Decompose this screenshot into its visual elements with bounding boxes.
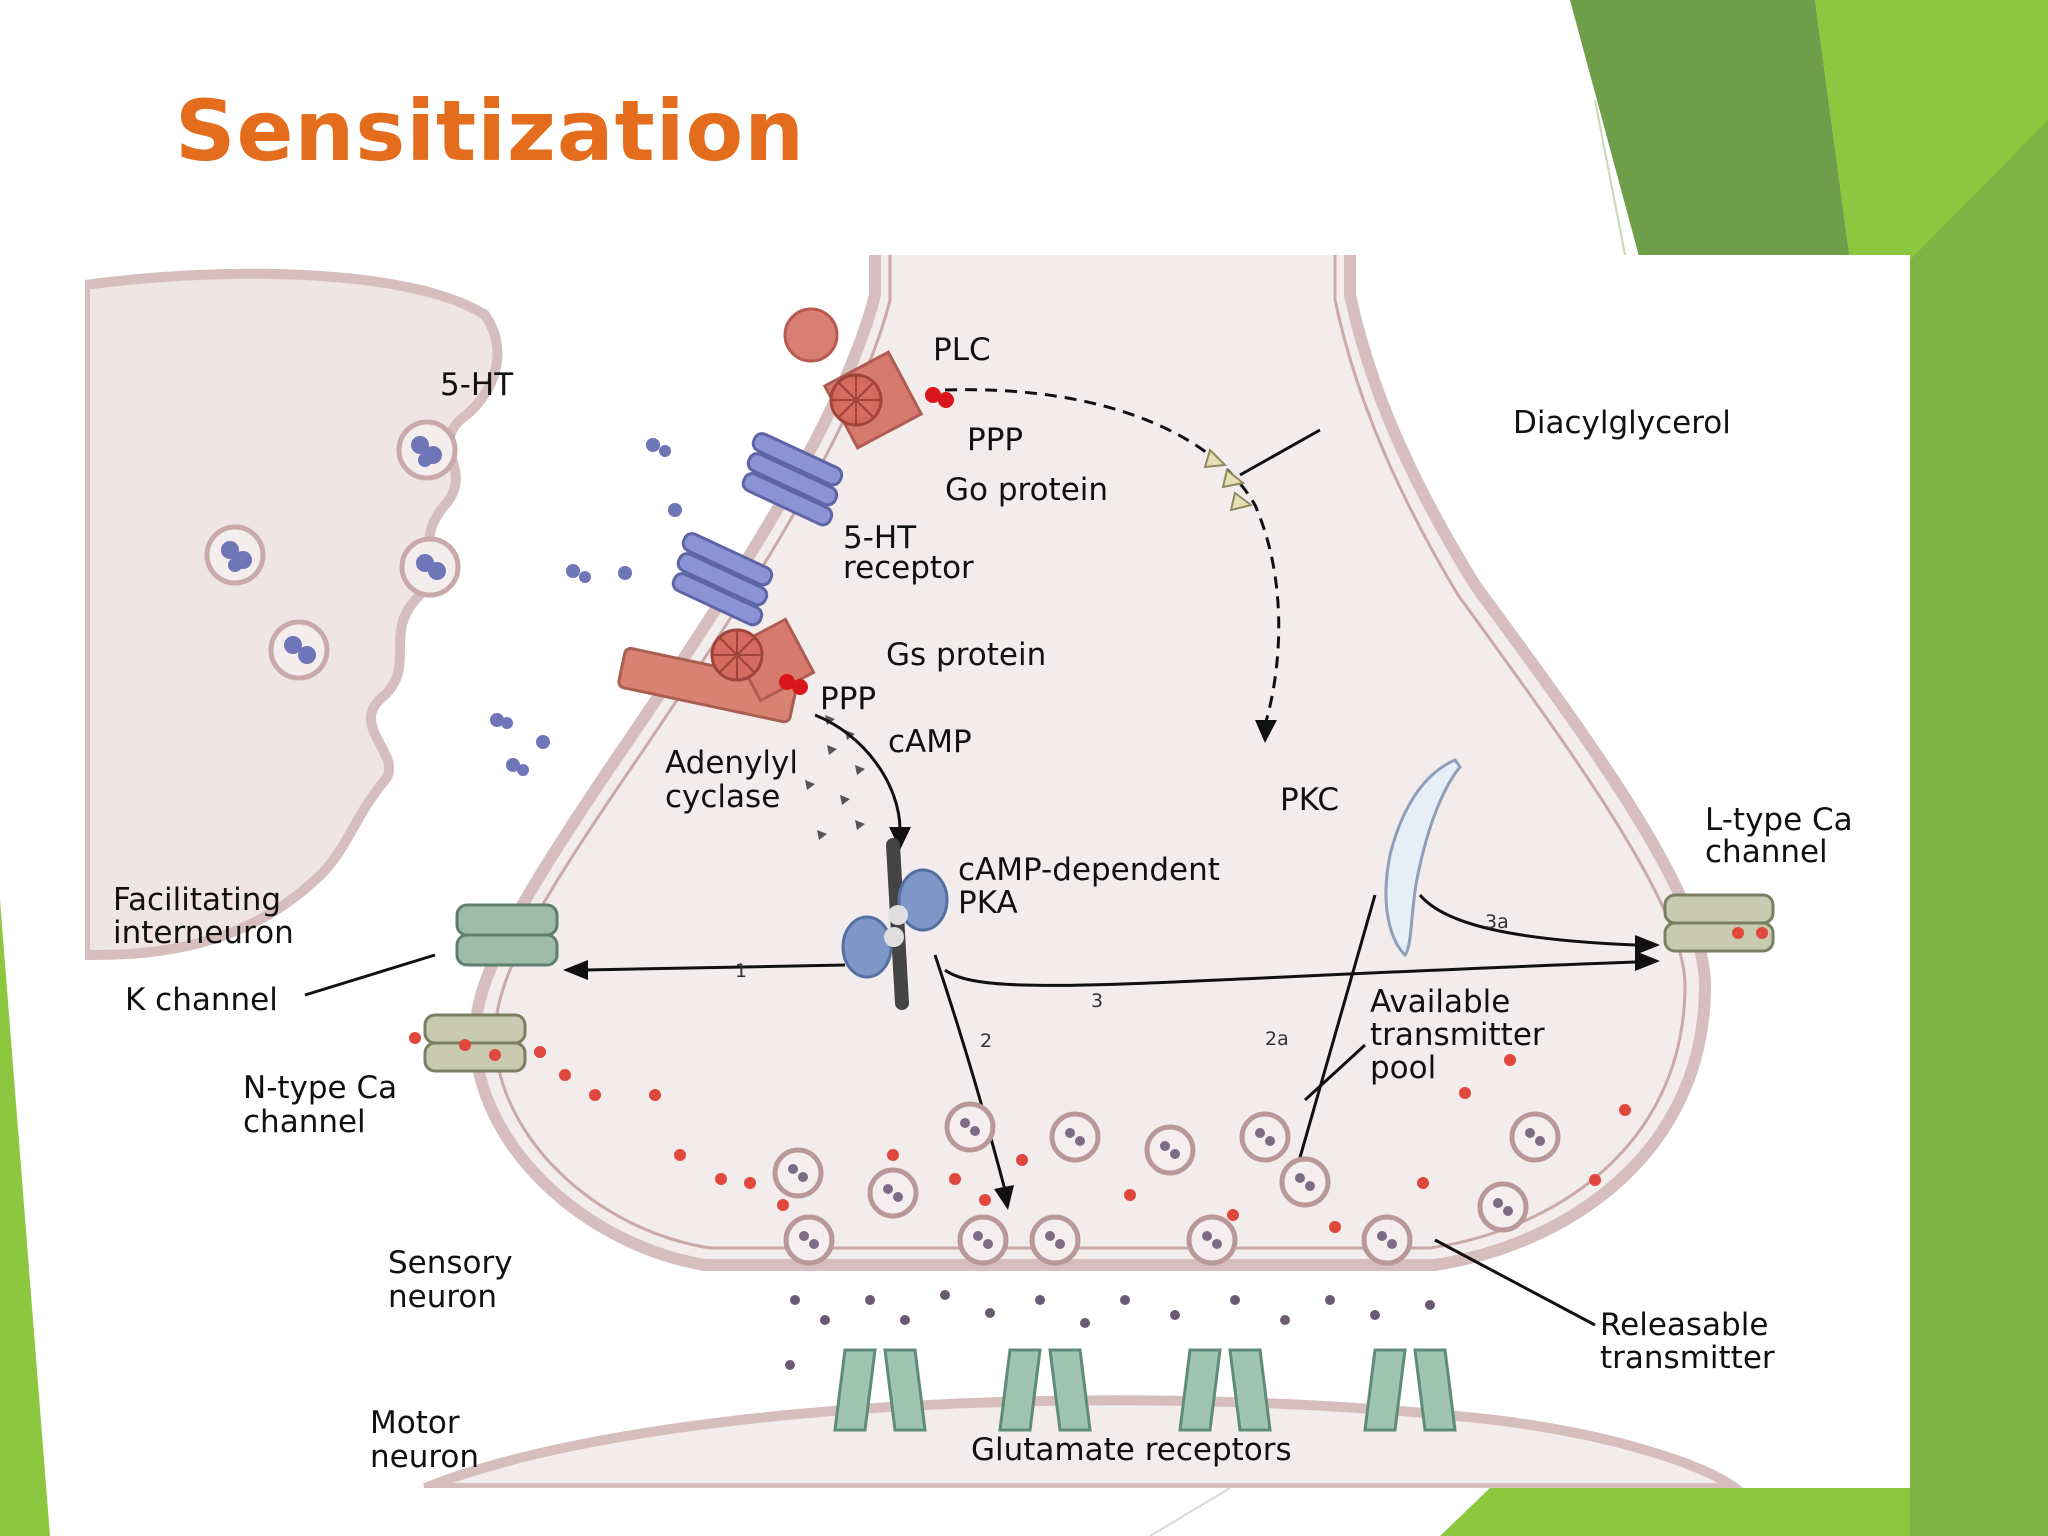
sensory-membrane-inner (493, 255, 1687, 1250)
label-l-type-1: L-type Ca (1705, 802, 1853, 838)
adenylyl-cyclase (617, 646, 798, 724)
released-glutamate (785, 1290, 1435, 1370)
diacylglycerol-markers (1203, 448, 1254, 512)
releasable-leader (1434, 1238, 1596, 1327)
label-interneuron-1: Facilitating (113, 882, 281, 918)
go-protein-spokes (831, 375, 881, 425)
pathway-number-2a: 2a (1265, 1028, 1289, 1050)
label-glutamate-receptors: Glutamate receptors (971, 1432, 1292, 1468)
label-interneuron-2: interneuron (113, 915, 294, 951)
label-ppp-top: PPP (967, 422, 1023, 458)
label-pkc: PKC (1280, 782, 1339, 818)
pathway-arrow-2a (1293, 894, 1377, 1176)
diacylglycerol-dashed-arrow (944, 388, 1281, 726)
k-channel-leader (304, 953, 436, 997)
green-facet-mid (1910, 120, 2048, 1536)
label-diacylglycerol: Diacylglycerol (1513, 405, 1731, 441)
pathway-number-3a: 3a (1485, 911, 1509, 933)
label-adenylyl: Adenylyl (665, 745, 798, 781)
label-available-1: Available (1370, 984, 1510, 1020)
label-camp: cAMP (888, 724, 972, 760)
pathway-number-3: 3 (1091, 990, 1103, 1012)
slide-title: Sensitization (175, 82, 806, 180)
gtp-marker (779, 674, 795, 690)
pkc-enzyme (1384, 758, 1462, 958)
label-sensory-2: neuron (388, 1279, 497, 1315)
green-facet-dark (1570, 0, 1850, 260)
label-gs-protein: Gs protein (886, 637, 1046, 673)
pathway-arrow-2 (933, 954, 1007, 1191)
label-l-type-2: channel (1705, 834, 1828, 870)
label-go-protein: Go protein (945, 472, 1108, 508)
arrowhead (563, 960, 588, 980)
label-sensory-1: Sensory (388, 1245, 513, 1281)
label-k-channel: K channel (125, 982, 278, 1018)
interneuron-terminal (85, 268, 503, 961)
arrowhead (889, 827, 911, 850)
k-channel (455, 903, 559, 967)
deco-line (1594, 99, 1626, 256)
five-ht-receptor-lower (671, 532, 774, 627)
label-releasable-1: Releasable (1600, 1307, 1768, 1343)
vesicle-contents (788, 1118, 1545, 1249)
gs-protein-spokes (712, 630, 762, 680)
arrowhead (1635, 935, 1660, 955)
pathway-arrow-1 (584, 963, 846, 972)
serotonin-molecules (221, 436, 682, 776)
label-plc: PLC (933, 332, 991, 368)
sensitization-diagram: 5-HT PLC PPP Go protein 5-HT receptor Di… (85, 255, 1910, 1488)
label-releasable-2: transmitter (1600, 1340, 1775, 1376)
camp-arrow (814, 713, 902, 831)
plc-enzyme (783, 307, 839, 363)
pathway-arrow-3 (944, 960, 1636, 987)
pool-leader (1303, 1043, 1367, 1102)
label-motor-2: neuron (370, 1439, 479, 1475)
deco-line (1149, 1487, 1231, 1536)
label-ppp-bottom: PPP (820, 681, 876, 717)
label-5ht: 5-HT (440, 367, 514, 403)
pka-enzyme (841, 838, 949, 1010)
pathway-number-2: 2 (980, 1030, 992, 1052)
arrowhead (1255, 720, 1277, 743)
arrowhead (994, 1185, 1014, 1210)
label-motor-1: Motor (370, 1405, 460, 1441)
calcium-ions (409, 927, 1768, 1233)
label-available-3: pool (1370, 1050, 1436, 1086)
pathway-arrow-3a (1418, 894, 1636, 947)
label-pka-2: PKA (958, 885, 1018, 921)
green-facet-bottom (1440, 1488, 1910, 1536)
gtp-marker (792, 679, 808, 695)
label-pka-1: cAMP-dependent (958, 852, 1220, 888)
n-type-ca-channel (423, 1013, 527, 1073)
five-ht-receptor-upper (741, 432, 844, 527)
label-n-type-2: channel (243, 1104, 366, 1140)
l-type-ca-channel (1663, 893, 1775, 953)
green-facet-left (0, 900, 50, 1536)
label-5ht-receptor-2: receptor (843, 550, 974, 586)
label-n-type-1: N-type Ca (243, 1070, 397, 1106)
glutamate-receptors (833, 1348, 1457, 1432)
label-cyclase: cyclase (665, 779, 780, 815)
arrowhead (1635, 951, 1660, 971)
label-available-2: transmitter (1370, 1017, 1545, 1053)
gtp-marker (938, 392, 954, 408)
gtp-marker (925, 387, 941, 403)
transmitter-vesicles (772, 1101, 1561, 1266)
diacylglycerol-leader (1239, 428, 1321, 477)
label-5ht-receptor-1: 5-HT (843, 520, 917, 556)
pathway-number-1: 1 (735, 960, 747, 982)
